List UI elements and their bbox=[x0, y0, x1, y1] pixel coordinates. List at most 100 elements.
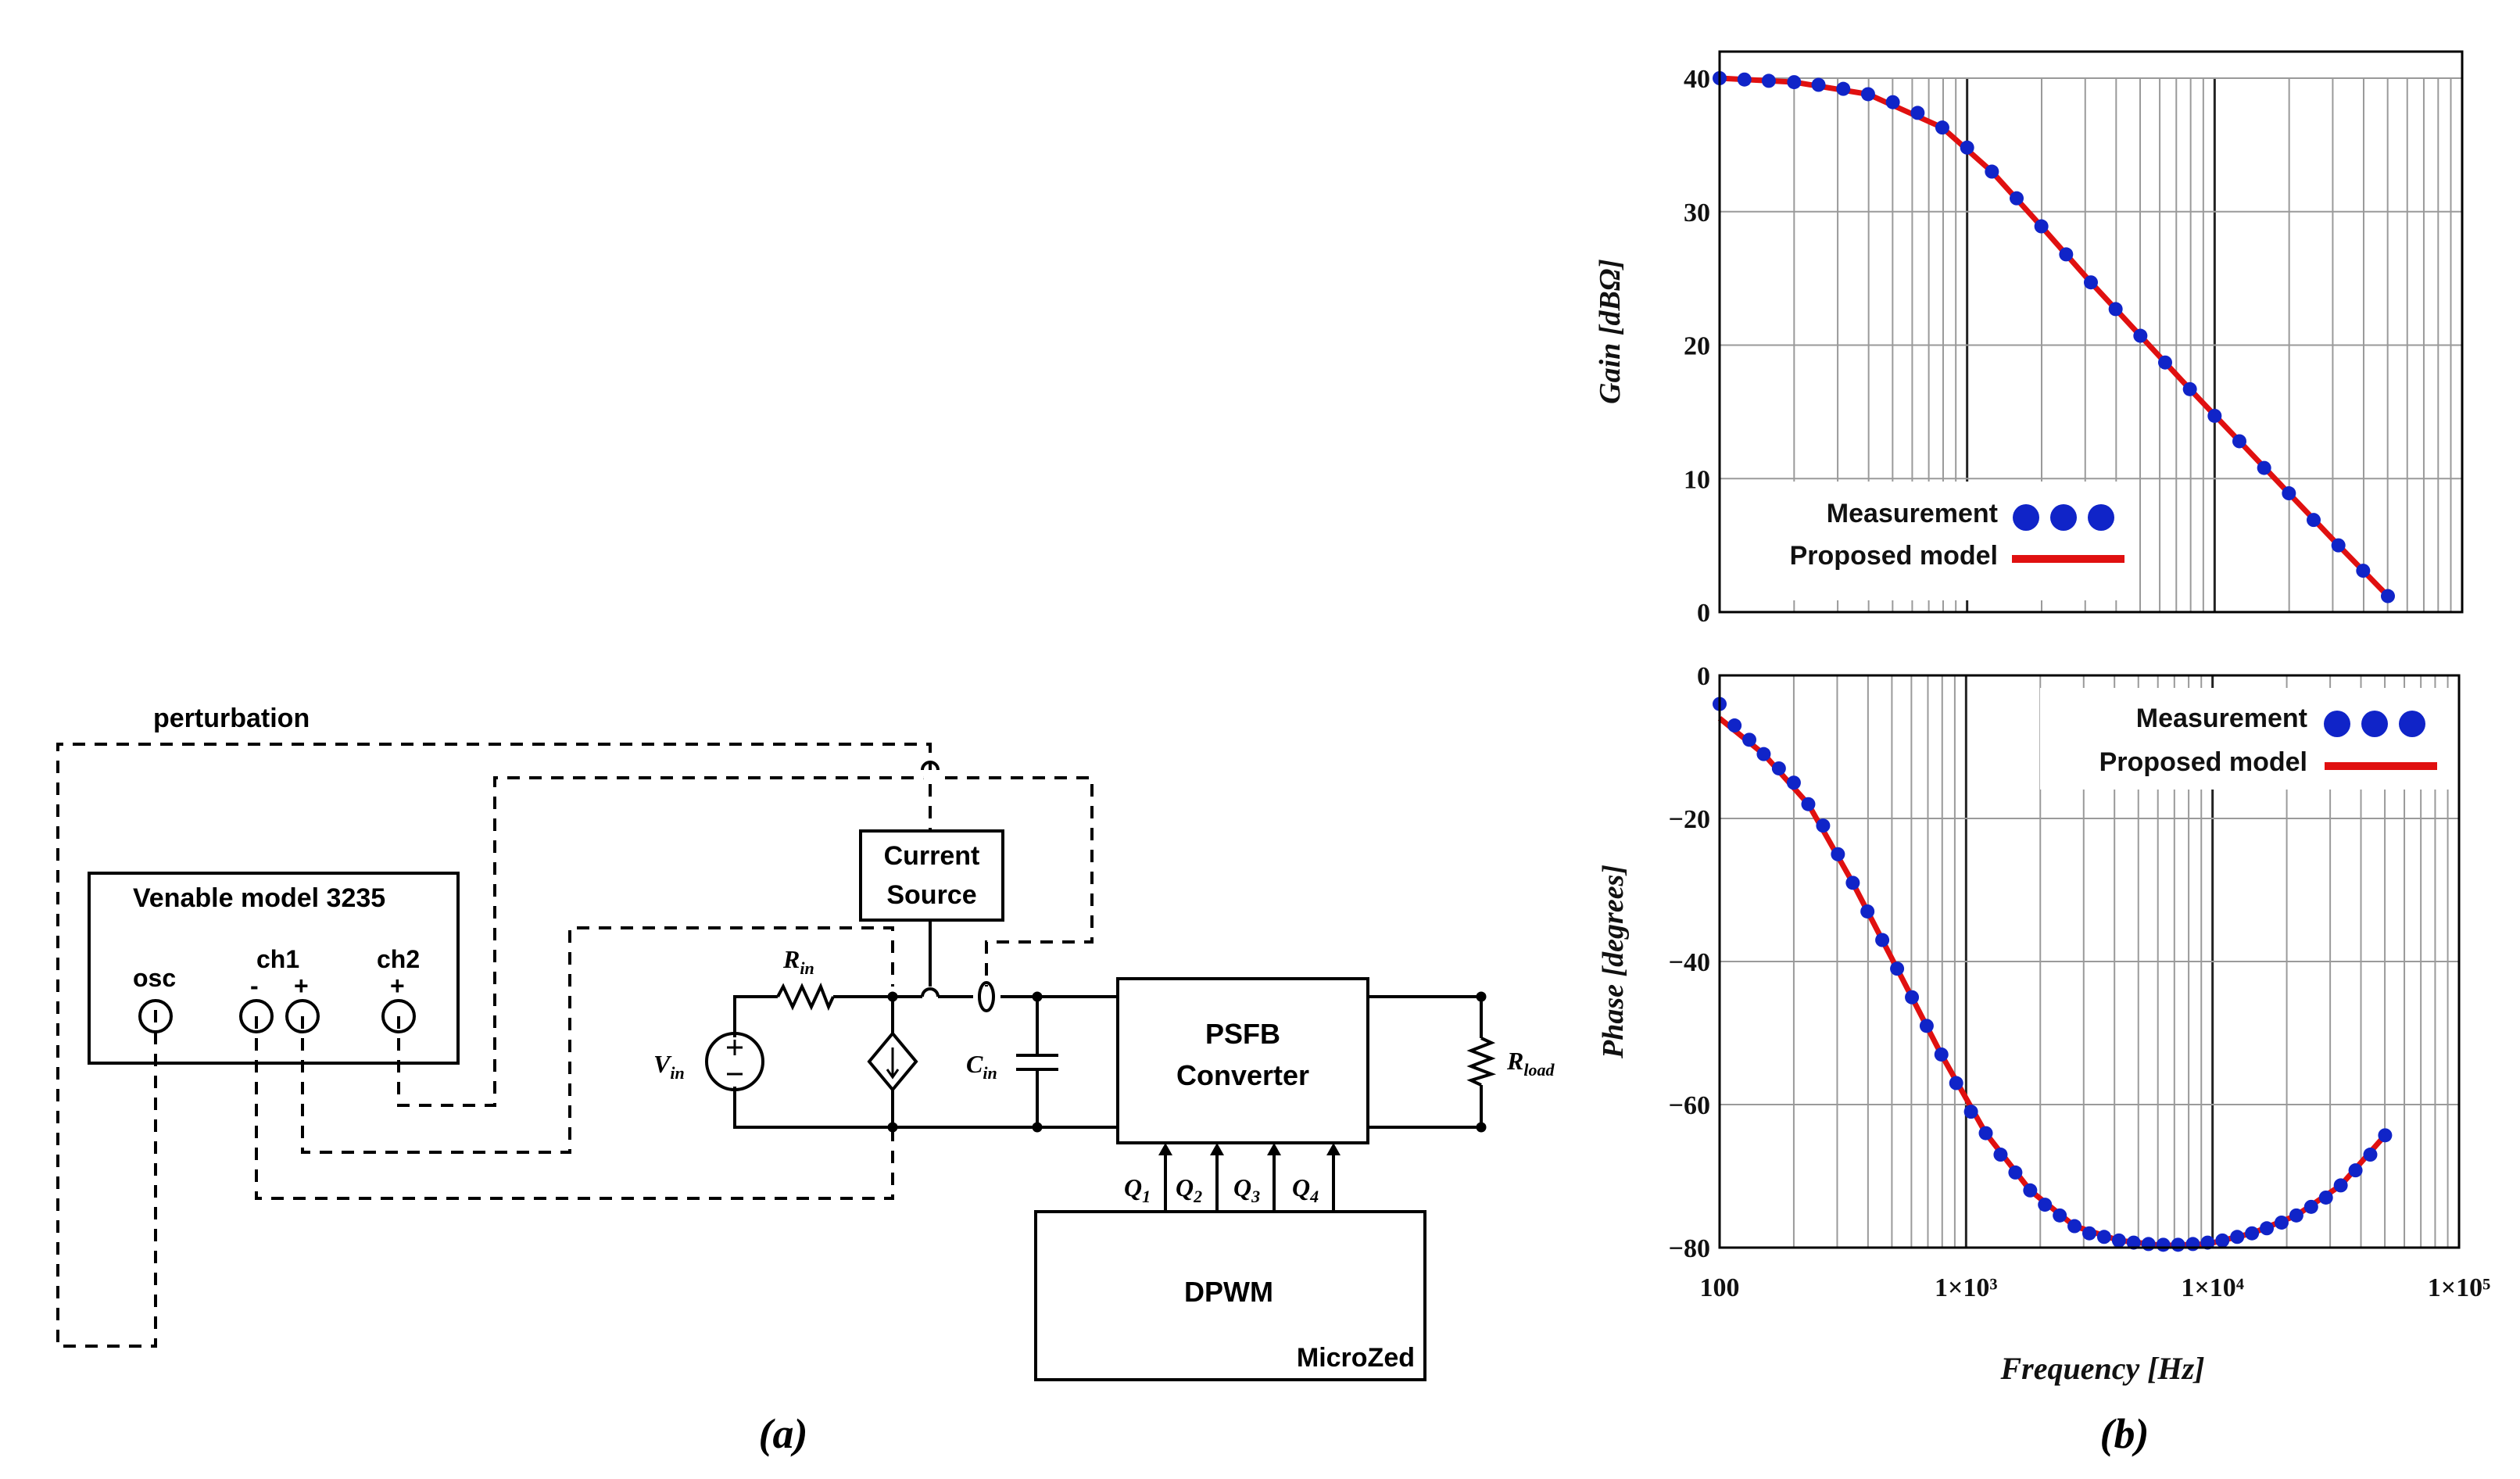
measurement-point bbox=[1727, 718, 1742, 733]
current-source-label-1: Current bbox=[884, 841, 980, 871]
measurement-point bbox=[2083, 275, 2098, 290]
gate-q3-label: Q3 bbox=[1233, 1173, 1260, 1206]
measurement-point bbox=[1919, 1019, 1934, 1033]
measurement-point bbox=[2171, 1237, 2185, 1252]
ch2-plus-terminal bbox=[381, 999, 416, 1033]
measurement-point bbox=[1816, 818, 1831, 833]
measurement-point bbox=[1890, 962, 1905, 976]
measurement-point bbox=[2230, 1230, 2245, 1244]
measurement-point bbox=[1845, 876, 1860, 890]
measurement-point bbox=[2053, 1208, 2067, 1223]
ch1-minus-terminal bbox=[239, 999, 274, 1033]
phase-legend-dot bbox=[2399, 711, 2425, 737]
x-tick-label: 1×10⁵ bbox=[2428, 1273, 2491, 1302]
x-tick-label: 1×10³ bbox=[1935, 1273, 1998, 1302]
measurement-point bbox=[2023, 1183, 2038, 1198]
measurement-point bbox=[1910, 106, 1925, 120]
measurement-point bbox=[2141, 1237, 2156, 1252]
gain-plot-frame bbox=[1718, 50, 2464, 614]
analyzer-title: Venable model 3235 bbox=[133, 883, 385, 913]
measurement-point bbox=[2182, 381, 2197, 396]
measurement-point bbox=[2034, 219, 2049, 234]
measurement-point bbox=[1934, 1047, 1949, 1062]
measurement-point bbox=[1935, 120, 1949, 135]
measurement-point bbox=[2010, 191, 2024, 206]
vin-source bbox=[705, 1032, 764, 1091]
measurement-point bbox=[1978, 1126, 1993, 1141]
converter-label-2: Converter bbox=[1176, 1059, 1309, 1091]
y-tick-label: 10 bbox=[1684, 465, 1710, 494]
measurement-point bbox=[2356, 564, 2371, 578]
measurement-point bbox=[1756, 747, 1771, 761]
c-in-label: Cin bbox=[966, 1050, 997, 1083]
measurement-point bbox=[1985, 164, 1999, 179]
phase-y-tick-labels: 0−20−40−60−80 bbox=[1669, 662, 1710, 1263]
microzed-label: MicroZed bbox=[1297, 1343, 1415, 1373]
phase-plot-frame bbox=[1718, 674, 2461, 1249]
measurement-point bbox=[2378, 1128, 2393, 1143]
gate-q4-label: Q4 bbox=[1292, 1173, 1319, 1206]
measurement-point bbox=[2333, 1178, 2348, 1193]
measurement-point bbox=[1742, 732, 1757, 747]
phase-y-axis-label: Phase [degrees] bbox=[1597, 865, 1630, 1059]
dpwm-label: DPWM bbox=[1184, 1276, 1273, 1308]
measurement-point bbox=[2307, 513, 2321, 528]
measurement-point bbox=[1905, 990, 1920, 1005]
measurement-point bbox=[2363, 1148, 2378, 1162]
measurement-point bbox=[2274, 1215, 2289, 1230]
ch1-plus-label: + bbox=[294, 972, 309, 1000]
measurement-point bbox=[2133, 328, 2148, 343]
y-tick-label: 20 bbox=[1684, 332, 1710, 361]
measurement-point bbox=[1761, 73, 1776, 88]
measurement-point bbox=[1949, 1076, 1963, 1090]
gain-legend-measurement-label: Measurement bbox=[1827, 499, 1998, 528]
measurement-point bbox=[1771, 761, 1786, 775]
gate-signal-arrows bbox=[1164, 1148, 1335, 1212]
measurement-point bbox=[1960, 140, 1974, 155]
measurement-point bbox=[2158, 355, 2173, 370]
y-tick-label: 40 bbox=[1684, 65, 1710, 94]
y-tick-label: 0 bbox=[1697, 662, 1710, 691]
measurement-point bbox=[2318, 1190, 2333, 1205]
measurement-point bbox=[2260, 1221, 2275, 1236]
phase-curves bbox=[1713, 697, 2393, 1252]
current-probe bbox=[978, 981, 995, 1012]
measurement-point bbox=[2108, 302, 2123, 317]
v-in-label: Vin bbox=[653, 1050, 685, 1083]
phase-legend: Measurement Proposed model bbox=[2040, 688, 2450, 790]
y-tick-label: 0 bbox=[1697, 599, 1710, 628]
measurement-point bbox=[1787, 75, 1802, 90]
converter-label-1: PSFB bbox=[1205, 1018, 1280, 1050]
gain-curves bbox=[1713, 71, 2396, 603]
gate-q1-label: Q1 bbox=[1124, 1173, 1151, 1206]
measurement-point bbox=[2082, 1226, 2096, 1241]
phase-legend-dot bbox=[2324, 711, 2350, 737]
measurement-point bbox=[2289, 1208, 2303, 1223]
measurement-point bbox=[2257, 460, 2271, 475]
measurement-point bbox=[2207, 408, 2222, 423]
y-tick-label: −40 bbox=[1669, 948, 1710, 977]
phase-legend-measurement-label: Measurement bbox=[2136, 704, 2307, 733]
x-tick-label: 100 bbox=[1700, 1273, 1740, 1302]
measurement-point bbox=[2126, 1235, 2141, 1250]
measurement-point bbox=[2303, 1199, 2318, 1214]
y-tick-label: −20 bbox=[1669, 805, 1710, 834]
measurement-point bbox=[2200, 1235, 2215, 1250]
measurement-point bbox=[2096, 1230, 2111, 1244]
r-in-label: Rin bbox=[782, 945, 814, 978]
measurement-point bbox=[1875, 933, 1890, 947]
psfb-converter-box bbox=[1116, 977, 1369, 1144]
ch2-plus-label: + bbox=[390, 972, 405, 1000]
measurement-point bbox=[1860, 904, 1875, 919]
gate-q2-label: Q2 bbox=[1176, 1173, 1202, 1206]
osc-label: osc bbox=[133, 964, 176, 992]
ch1-minus-label: - bbox=[250, 972, 259, 1000]
perturbation-label: perturbation bbox=[153, 704, 310, 733]
measurement-point bbox=[2038, 1198, 2053, 1212]
y-tick-label: −80 bbox=[1669, 1234, 1710, 1263]
phase-x-axis-label: Frequency [Hz] bbox=[1999, 1351, 2204, 1386]
measurement-point bbox=[2059, 247, 2074, 262]
y-tick-label: 30 bbox=[1684, 199, 1710, 227]
r-load-resistor bbox=[1466, 1037, 1497, 1087]
